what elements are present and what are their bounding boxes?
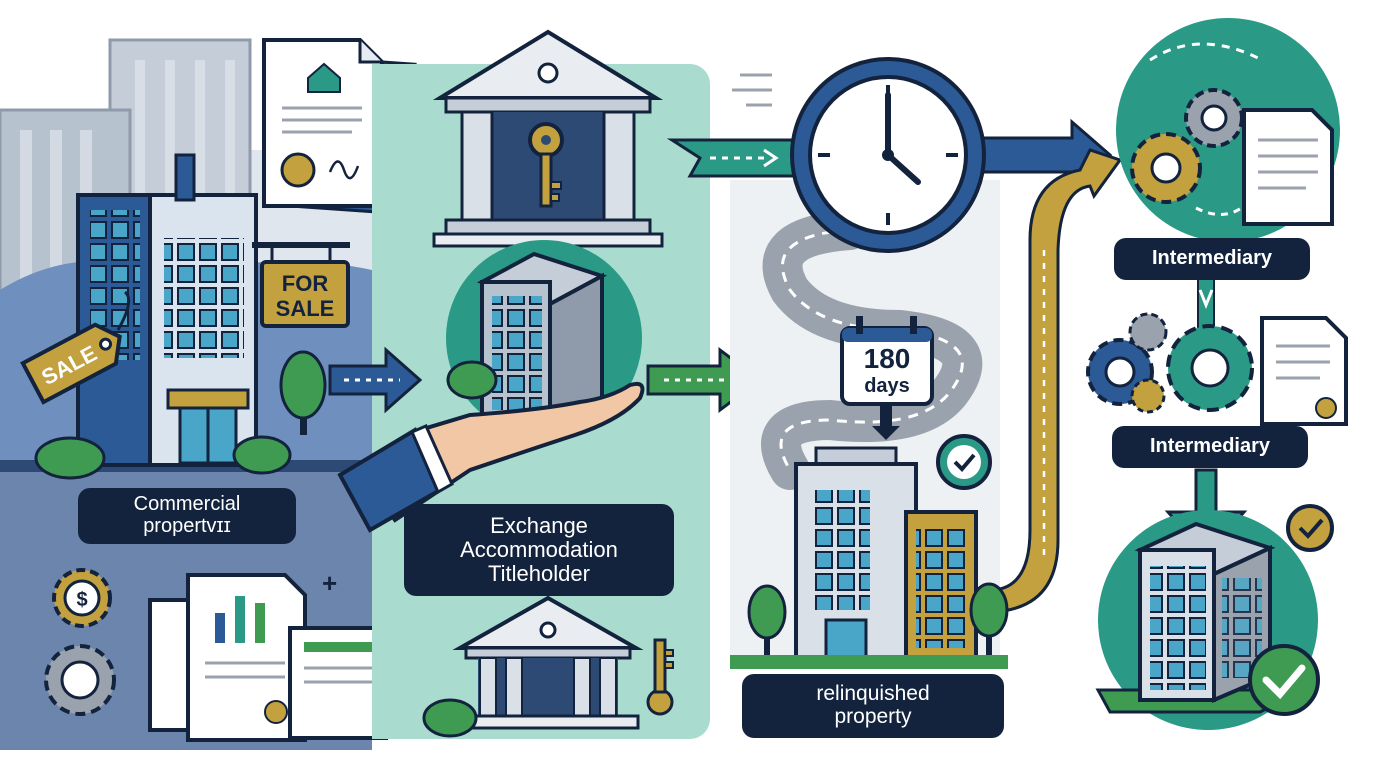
svg-text:$: $ bbox=[76, 589, 87, 611]
plus-icon: + bbox=[322, 568, 337, 598]
office-building bbox=[76, 153, 258, 467]
for-sale-sign: FOR SALE bbox=[252, 242, 350, 328]
held-building-icon bbox=[476, 251, 608, 426]
eat-line2: Accommodation bbox=[460, 537, 618, 563]
gear-icon bbox=[1166, 324, 1254, 412]
tree bbox=[747, 582, 1009, 660]
relinquished-building bbox=[794, 446, 978, 666]
center-panel bbox=[337, 29, 710, 739]
speed-lines bbox=[732, 73, 772, 107]
bank-icon bbox=[452, 595, 644, 730]
intermediary-top-text: Intermediary bbox=[1151, 247, 1273, 270]
commercial-line2: propertvɪɪ bbox=[143, 515, 231, 537]
document-icon bbox=[264, 626, 388, 740]
document-icon bbox=[1260, 316, 1348, 426]
for-sale-line2: SALE bbox=[276, 296, 335, 321]
key-icon bbox=[646, 638, 674, 716]
relinquished-line2: property bbox=[834, 705, 912, 728]
label-relinquished-property: relinquished property bbox=[742, 674, 1004, 738]
seal-icon bbox=[280, 152, 316, 188]
eat-line3: Titleholder bbox=[488, 560, 590, 586]
timeline-section: 180 days bbox=[730, 57, 1123, 669]
clock-icon bbox=[790, 57, 986, 253]
days-unit: days bbox=[864, 375, 910, 397]
intermediary-mid-text: Intermediary bbox=[1149, 435, 1271, 458]
flow-arrow bbox=[328, 346, 423, 414]
left-panel: FOR SALE SALE $ bbox=[0, 0, 417, 768]
eat-line1: Exchange bbox=[490, 513, 588, 539]
commercial-line1: Commercial bbox=[133, 493, 241, 516]
check-clock-icon bbox=[936, 434, 992, 490]
gear-icon bbox=[44, 644, 116, 716]
gear-icon bbox=[1130, 132, 1202, 204]
gold-arrow bbox=[988, 148, 1123, 614]
chart-document-icon bbox=[148, 573, 307, 742]
dollar-gear-icon: $ bbox=[52, 568, 112, 628]
gear-icon bbox=[1184, 88, 1244, 148]
relinquished-line1: relinquished bbox=[816, 682, 930, 706]
document-icon bbox=[1242, 108, 1334, 226]
label-intermediary-top: Intermediary bbox=[1114, 238, 1310, 280]
days-number: 180 bbox=[864, 343, 911, 374]
check-icon bbox=[1248, 644, 1320, 716]
gear-icon bbox=[1128, 312, 1168, 414]
hand-icon bbox=[337, 381, 645, 533]
check-icon bbox=[1286, 504, 1334, 552]
tree bbox=[279, 350, 327, 435]
label-intermediary-middle: Intermediary bbox=[1112, 426, 1308, 468]
replacement-section bbox=[1086, 18, 1348, 730]
for-sale-line1: FOR bbox=[282, 271, 329, 296]
label-exchange-accommodation-titleholder: Exchange Accommodation Titleholder bbox=[404, 504, 674, 596]
key-icon bbox=[528, 122, 564, 208]
label-commercial-property: Commercial propertvɪɪ bbox=[78, 488, 296, 544]
calendar-icon: 180 days bbox=[840, 316, 934, 440]
